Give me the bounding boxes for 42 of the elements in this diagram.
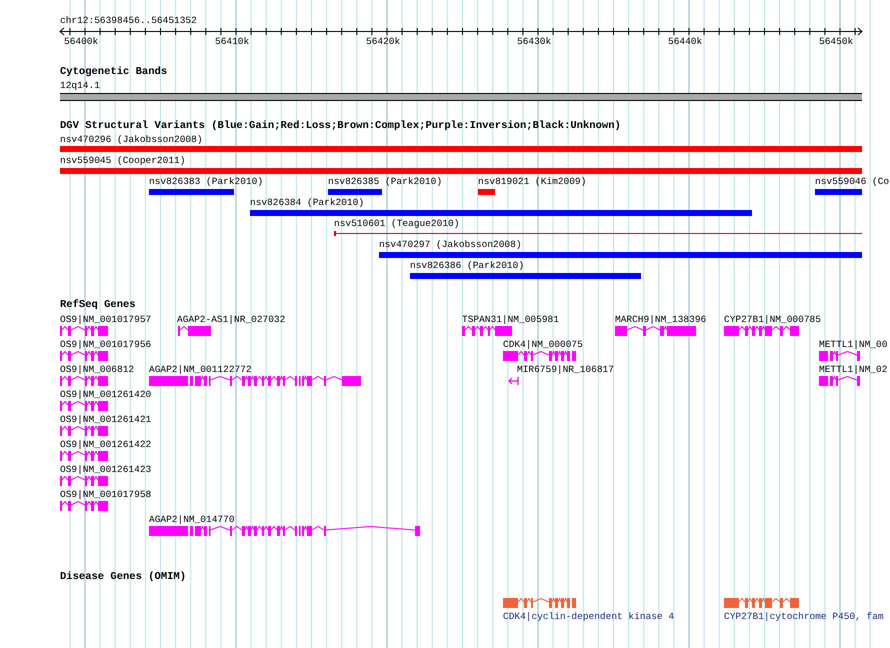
- feature-label: nsv826385 (Park2010): [328, 176, 442, 187]
- feature-label: nsv559045 (Cooper2011): [60, 155, 186, 166]
- track-title: RefSeq Genes: [60, 300, 136, 311]
- feature-label: METTL1|NM_02: [819, 364, 888, 375]
- feature-label: OS9|NM_001017958: [60, 489, 152, 500]
- feature-label: nsv826383 (Park2010): [149, 176, 264, 187]
- feature-label: CYP27B1|cytochrome P450, fam: [724, 611, 884, 622]
- tick-label: 56420k: [366, 36, 400, 47]
- feature-label: OS9|NM_001261422: [60, 439, 152, 450]
- feature-label: CDK4|cyclin-dependent kinase 4: [503, 611, 674, 622]
- track-title: DGV Structural Variants (Blue:Gain;Red:Loss;Brown:Complex;Purple:Inversion;Black:Unknown): [60, 121, 621, 132]
- feature-label: CDK4|NM_000075: [503, 339, 583, 350]
- feature-label: nsv559046 (Co: [815, 176, 890, 187]
- feature-label: OS9|NM_001261421: [60, 414, 152, 425]
- tick-label: 56440k: [668, 36, 702, 47]
- region-label: chr12:56398456..56451352: [60, 15, 197, 26]
- feature-label: nsv510601 (Teague2010): [334, 218, 460, 229]
- feature-label: nsv826386 (Park2010): [410, 260, 524, 271]
- feature-label: AGAP2-AS1|NR_027032: [177, 314, 286, 325]
- feature-label: nsv826384 (Park2010): [250, 197, 364, 208]
- feature-label: MARCH9|NM_138396: [615, 314, 706, 325]
- tick-label: 56400k: [64, 36, 98, 47]
- feature-label: MIR6759|NR_106817: [517, 364, 614, 375]
- track-title: Disease Genes (OMIM): [60, 572, 186, 583]
- band-label: 12q14.1: [60, 80, 100, 91]
- feature-label: TSPAN31|NM_005981: [462, 314, 559, 325]
- tick-label: 56450k: [819, 36, 854, 47]
- tick-label: 56430k: [517, 36, 552, 47]
- feature-label: nsv470296 (Jakobsson2008): [60, 134, 203, 145]
- feature-label: OS9|NM_001017956: [60, 339, 152, 350]
- feature-label: CYP27B1|NM_000785: [724, 314, 821, 325]
- feature-label: OS9|NM_006812: [60, 364, 134, 375]
- feature-label: OS9|NM_001261423: [60, 464, 152, 475]
- tick-label: 56410k: [215, 36, 250, 47]
- feature-label: nsv470297 (Jakobsson2008): [379, 239, 522, 250]
- feature-label: OS9|NM_001261420: [60, 389, 152, 400]
- feature-label: METTL1|NM_00: [819, 339, 888, 350]
- track-title: Cytogenetic Bands: [60, 67, 168, 78]
- feature-label: OS9|NM_001017957: [60, 314, 152, 325]
- feature-label: nsv819021 (Kim2009): [478, 176, 586, 187]
- feature-label: AGAP2|NM_014770: [149, 514, 235, 525]
- feature-label: AGAP2|NM_001122772: [149, 364, 252, 375]
